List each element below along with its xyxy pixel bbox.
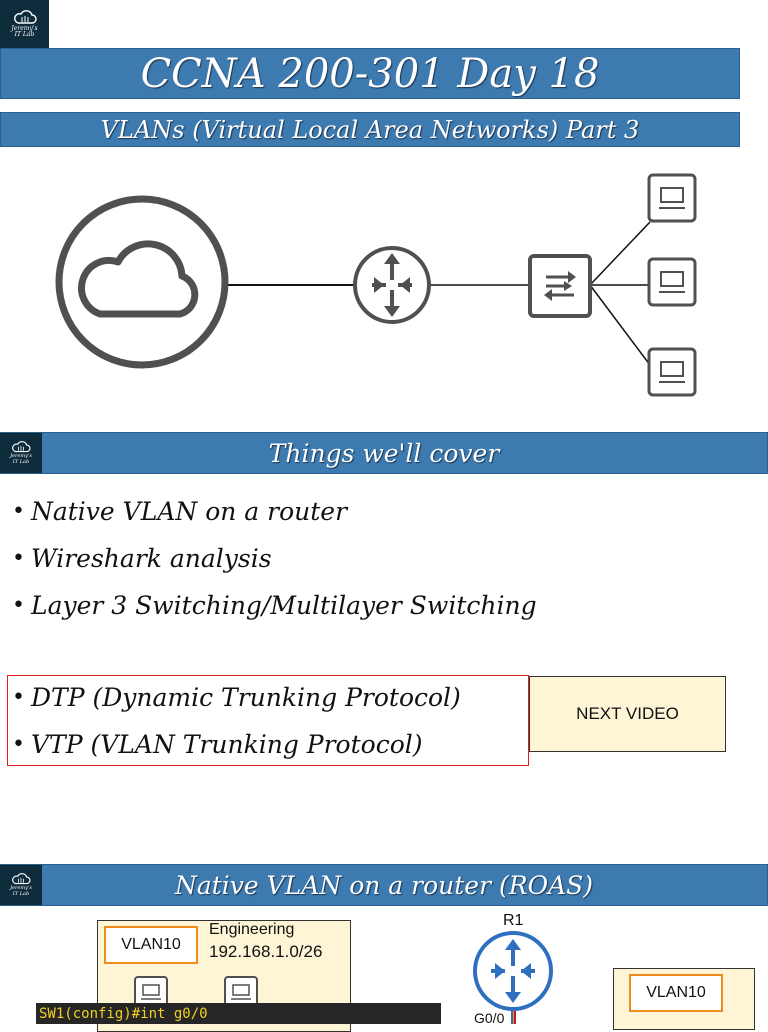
- vlan-label: VLAN10: [104, 926, 198, 964]
- subnet-label: 192.168.1.0/26: [209, 942, 323, 961]
- section-title: Things we'll cover: [268, 438, 500, 468]
- pc-icon: [647, 347, 697, 397]
- logo-text: IT Lab: [14, 31, 35, 38]
- logo-text: Jeremy's: [10, 885, 32, 892]
- pc-icon: [647, 257, 697, 307]
- later-topics-box: [7, 675, 529, 766]
- next-video-note: NEXT VIDEO: [529, 676, 726, 752]
- cli-line: SW1(config)#int g0/0: [39, 1005, 208, 1022]
- logo: Jeremy's IT Lab: [0, 433, 42, 473]
- logo-text: Jeremy's: [10, 453, 32, 460]
- logo: Jeremy's IT Lab: [0, 0, 49, 48]
- topic-text: Layer 3 Switching/Multilayer Switching: [30, 591, 537, 620]
- link-line: [589, 221, 651, 286]
- list-item: •Native VLAN on a router: [12, 497, 348, 526]
- cloud-icon: [55, 195, 229, 369]
- slide-header: Native VLAN on a router (ROAS): [0, 864, 768, 906]
- vlan-label: VLAN10: [629, 974, 723, 1012]
- topic-text: DTP (Dynamic Trunking Protocol): [30, 683, 461, 712]
- note-text: NEXT VIDEO: [576, 704, 679, 723]
- topic-list: •Native VLAN on a router •Wireshark anal…: [12, 488, 537, 629]
- cli-console: SW1(config)#int g0/0: [36, 1003, 441, 1024]
- logo-text: IT Lab: [12, 458, 30, 465]
- logo-text: IT Lab: [12, 890, 30, 897]
- vlan-text: VLAN10: [646, 984, 706, 1001]
- topic-text: Native VLAN on a router: [30, 497, 348, 526]
- trunk-link: [511, 1011, 516, 1024]
- logo-text: Jeremy's: [11, 24, 38, 32]
- topic-text: Wireshark analysis: [30, 544, 272, 573]
- slide-subtitle: VLANs (Virtual Local Area Networks) Part…: [0, 112, 740, 147]
- slide-title: CCNA 200-301 Day 18: [0, 48, 740, 99]
- later-topic-list: •DTP (Dynamic Trunking Protocol) •VTP (V…: [12, 674, 461, 768]
- dept-label: Engineering: [209, 921, 295, 938]
- list-item: •DTP (Dynamic Trunking Protocol): [12, 683, 461, 712]
- interface-label: G0/0: [474, 1010, 505, 1026]
- link-line: [589, 284, 651, 366]
- list-item: •VTP (VLAN Trunking Protocol): [12, 730, 423, 759]
- cloud-circuit-icon: [12, 441, 31, 453]
- subtitle-text: VLANs (Virtual Local Area Networks) Part…: [100, 115, 640, 144]
- pc-icon: [647, 173, 697, 223]
- topic-text: VTP (VLAN Trunking Protocol): [30, 730, 423, 759]
- router-icon: [353, 246, 431, 324]
- cloud-circuit-icon: [13, 9, 37, 24]
- router-label: R1: [503, 912, 524, 929]
- logo: Jeremy's IT Lab: [0, 865, 42, 905]
- section-title: Native VLAN on a router (ROAS): [174, 870, 594, 900]
- cloud-circuit-icon: [12, 873, 31, 885]
- vlan-text: VLAN10: [121, 936, 181, 953]
- network-diagram: [55, 173, 697, 397]
- switch-icon: [528, 254, 592, 318]
- list-item: •Wireshark analysis: [12, 544, 272, 573]
- slide-header: Things we'll cover: [0, 432, 768, 474]
- page-title: CCNA 200-301 Day 18: [140, 50, 600, 97]
- router-icon: [473, 931, 553, 1011]
- list-item: •Layer 3 Switching/Multilayer Switching: [12, 591, 537, 620]
